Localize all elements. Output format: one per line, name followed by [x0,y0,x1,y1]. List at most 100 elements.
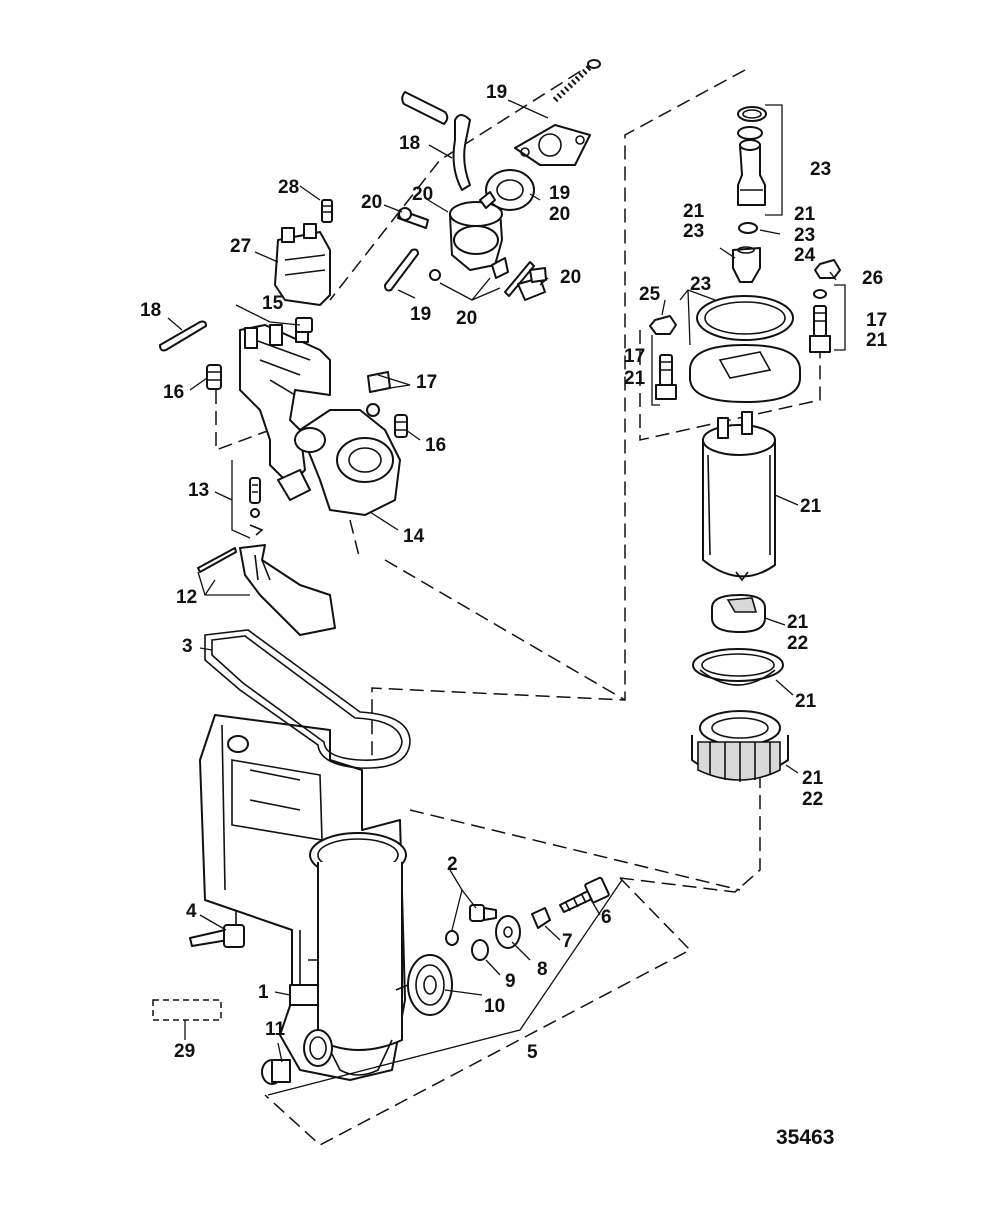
callout-29: 29 [174,1041,196,1062]
electric-fuel-pump-part-21 [702,411,776,582]
callout-12: 12 [176,587,198,608]
stud-part-17-right [809,284,846,353]
bracket-part-14 [239,321,401,516]
o-ring-part-20 [429,269,441,281]
washer-part-9 [471,939,489,961]
spring-part-19 [552,59,601,103]
callout-18-left: 18 [140,300,162,321]
nut-part-26 [814,259,841,279]
nut-part-7 [531,907,551,929]
nut-part-25 [649,315,677,335]
callout-20-sender: 20 [412,184,434,205]
callout-27: 27 [230,236,252,257]
pin-part-20 [504,261,535,297]
screw-part-20 [397,207,429,229]
callout-6: 6 [601,907,612,928]
o-ring-part-23 [738,222,758,234]
washer-part-8 [495,915,521,949]
cover-part-12 [197,544,336,636]
fitting-part-20 [517,267,547,301]
callout-20-grommet: 20 [549,204,571,225]
leader-lines [167,99,837,1063]
hose-part-19-lower [384,248,419,292]
assembly-boundary-lines [215,59,821,1146]
callout-23-cover: 23 [690,274,712,295]
fitting-part-17 [366,371,391,417]
callout-25: 25 [639,284,661,305]
connector-part-27 [274,223,331,306]
spring-part-20 [491,257,509,279]
callout-22-filter: 22 [802,789,824,810]
callout-14: 14 [403,526,425,547]
callout-3: 3 [182,636,193,657]
callout-19-hose: 19 [410,304,432,325]
callout-17-center: 17 [416,372,438,393]
grommet-part-19 [485,169,535,211]
callout-21-left-group: 21 [624,368,646,389]
nut-part-24 [732,246,761,283]
callout-18-top: 18 [399,133,421,154]
callout-28: 28 [278,177,300,198]
callout-21-isolator-middle: 21 [795,691,817,712]
callout-21-pump: 21 [800,496,822,517]
disc-part-10 [395,954,453,1016]
callout-21-top-left: 21 [683,201,705,222]
sender-part-20 [449,191,503,271]
hose-part-18-left [159,320,207,352]
callout-17-right-group: 17 [866,310,888,331]
callout-13: 13 [188,480,210,501]
callout-23-nut: 23 [683,221,705,242]
callout-10: 10 [484,996,506,1017]
callout-20-bottom: 20 [456,308,478,329]
fuse-part-13 [231,460,264,539]
callout-19-plate: 19 [486,82,508,103]
callout-15: 15 [262,293,284,314]
callout-23-fitting-stack: 23 [810,159,832,180]
callout-20-screw: 20 [361,192,383,213]
callout-16-left: 16 [163,382,185,403]
fitting-part-2 [445,904,497,946]
bracket-plate-part-19 [514,124,591,166]
callout-23-o-ring: 23 [794,225,816,246]
callout-4: 4 [186,901,197,922]
hose-part-18-top [401,91,471,191]
callout-9: 9 [505,971,516,992]
callout-21-isolator-upper: 21 [787,612,809,633]
placeholder-part-29 [152,999,222,1021]
fitting-part-16-left [206,364,222,390]
o-ring-part-23-large [696,295,794,341]
callout-17-left-group: 17 [624,346,646,367]
callout-5: 5 [527,1042,538,1063]
stud-part-17-left [651,335,677,406]
tag-part-1 [289,984,319,1006]
callout-20-fitting: 20 [560,267,582,288]
callout-8: 8 [537,959,548,980]
gasket-part-3 [204,629,411,769]
callout-7: 7 [562,931,573,952]
callout-11: 11 [265,1019,286,1040]
plug-part-11 [261,1059,291,1085]
callout-19-grommet: 19 [549,183,571,204]
callout-22-isolator: 22 [787,633,809,654]
callout-24: 24 [794,245,816,266]
callout-1: 1 [258,982,269,1003]
cover-plate-part-23 [689,344,801,403]
fitting-part-16-right [394,414,408,438]
filter-part-21 [691,710,789,782]
fitting-part-4 [189,910,245,948]
callout-16-right: 16 [425,435,447,456]
screw-part-28 [321,199,333,223]
fitting-part-23-stack [737,104,783,216]
isolator-part-21-middle [692,648,784,686]
callout-21-filter: 21 [802,768,824,789]
callout-21-top-right: 21 [794,204,816,225]
fuel-housing-part-5 [199,714,407,1081]
drawing-reference-number: 35463 [776,1126,835,1149]
callout-21-right-group: 21 [866,330,888,351]
bolt-part-6 [559,876,610,913]
isolator-part-21-upper [711,594,766,633]
callout-26: 26 [862,268,884,289]
callout-2: 2 [447,854,458,875]
